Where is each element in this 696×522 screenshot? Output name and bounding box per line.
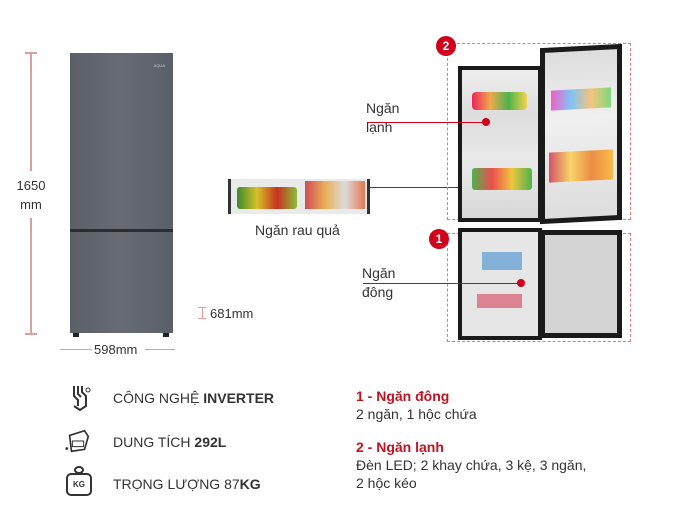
- brand-logo: AQUA: [153, 63, 165, 68]
- crisper-label: Ngăn rau quả: [255, 222, 340, 238]
- inverter-chip-icon: [66, 384, 94, 412]
- weight-kg-icon: KG: [65, 466, 93, 496]
- fridge-foot: [163, 333, 169, 337]
- width-dimension-line: [60, 349, 92, 350]
- feature-label: TRỌNG LƯỢNG 87: [113, 476, 240, 492]
- depth-marker-icon: [198, 307, 206, 319]
- feature-label: CÔNG NGHỆ: [113, 390, 204, 406]
- fridge-front-image: AQUA: [70, 53, 173, 337]
- door-handle: [70, 229, 173, 232]
- capacity-icon: [64, 427, 92, 455]
- dimension-tick: [25, 333, 37, 335]
- crisper-drawer-image: [228, 179, 370, 214]
- fridge-door-open: [540, 43, 622, 225]
- width-dimension-line: [145, 349, 175, 350]
- height-value: 1650: [16, 178, 46, 193]
- callout-dot: [482, 118, 490, 126]
- height-label: 1650 mm: [10, 176, 52, 214]
- feature-value: INVERTER: [203, 390, 275, 406]
- callout-dot: [517, 279, 525, 287]
- kg-icon-text: KG: [66, 473, 92, 496]
- fridge-lower-door: [70, 232, 173, 333]
- fridge-callout-line: [367, 122, 485, 123]
- freezer-door-open: [540, 230, 622, 338]
- fridge-desc-line2: 2 hộc kéo: [356, 475, 417, 491]
- freezer-label-text: Ngăn đông: [362, 265, 396, 300]
- feature-capacity: DUNG TÍCH 292L: [113, 434, 226, 450]
- freezer-desc: 2 ngăn, 1 hộc chứa: [356, 406, 477, 422]
- freezer-badge: 1: [429, 229, 449, 249]
- freezer-title: 1 - Ngăn đông: [356, 388, 450, 404]
- feature-value: 292L: [194, 434, 227, 450]
- fridge-foot: [73, 333, 79, 337]
- fridge-title: 2 - Ngăn lạnh: [356, 439, 444, 455]
- depth-label: 681mm: [210, 306, 254, 321]
- height-unit: mm: [20, 197, 42, 212]
- fridge-open-image: [458, 66, 542, 222]
- freezer-open-image: [458, 228, 542, 340]
- height-dimension-line: [30, 53, 32, 171]
- fridge-label: Ngăn lạnh: [366, 99, 406, 137]
- freezer-callout-line: [363, 283, 521, 284]
- width-label: 598mm: [94, 342, 138, 357]
- height-dimension-line: [30, 218, 32, 334]
- fridge-desc: Đèn LED; 2 khay chứa, 3 kệ, 3 ngăn, 2 hộ…: [356, 456, 586, 492]
- feature-label: DUNG TÍCH: [113, 434, 195, 450]
- dimension-tick: [25, 52, 37, 54]
- fridge-badge: 2: [436, 36, 456, 56]
- feature-inverter: CÔNG NGHỆ INVERTER: [113, 390, 274, 406]
- feature-weight: TRỌNG LƯỢNG 87KG: [113, 476, 261, 492]
- freezer-label: Ngăn đông: [362, 264, 402, 302]
- crisper-callout-line: [370, 187, 482, 188]
- fridge-desc-line1: Đèn LED; 2 khay chứa, 3 kệ, 3 ngăn,: [356, 457, 587, 473]
- feature-value: KG: [239, 476, 261, 492]
- fridge-label-text: Ngăn lạnh: [366, 100, 400, 135]
- fridge-upper-door: [70, 53, 173, 229]
